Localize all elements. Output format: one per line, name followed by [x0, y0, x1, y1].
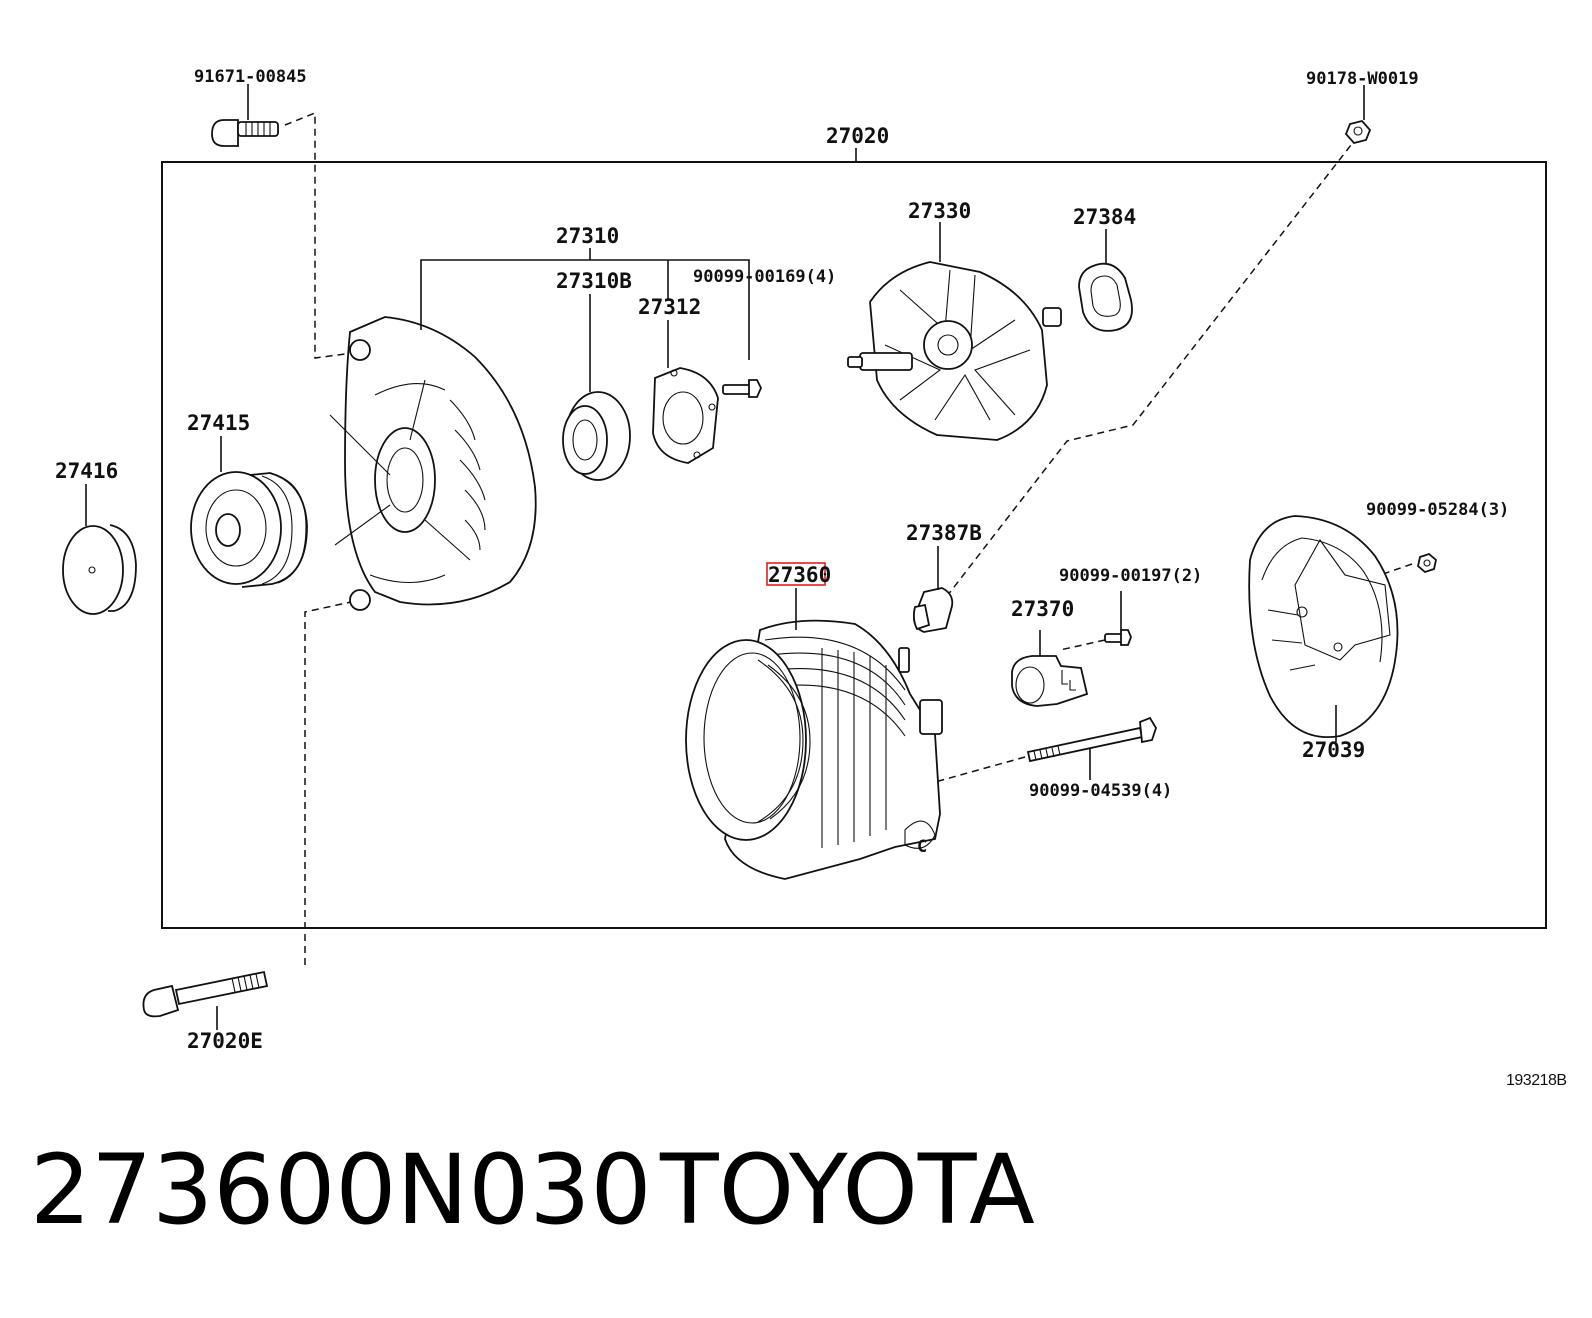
- label-27360: 27360: [768, 563, 831, 587]
- dash-line-bolt-top: [284, 111, 361, 359]
- dash-line-nut-top: [943, 135, 1359, 601]
- drive-end-frame-27310: [329, 316, 537, 611]
- highlight-box-27360: [766, 562, 826, 586]
- label-27039: 27039: [1302, 738, 1365, 762]
- label-90099-05284: 90099-05284(3): [1366, 500, 1509, 520]
- screw-90099-00169: [722, 379, 762, 398]
- end-frame-27360: C: [685, 588, 943, 880]
- label-27384: 27384: [1073, 205, 1136, 229]
- retainer-plate-27312: [652, 367, 719, 464]
- rotor-27330: [847, 222, 1062, 441]
- flange-bolt-27020E: [142, 970, 269, 1030]
- nut-90099-05284: [1417, 552, 1437, 574]
- pulley-27415: [190, 436, 308, 588]
- leader-27310: [420, 259, 750, 360]
- terminal-27387B: [912, 546, 954, 633]
- label-90178-W0019: 90178-W0019: [1306, 69, 1419, 89]
- label-90099-00197: 90099-00197(2): [1059, 566, 1202, 586]
- caption-part-number: 273600N030: [30, 1134, 652, 1246]
- svg-text:C: C: [917, 837, 927, 857]
- cap-27416: [62, 484, 137, 615]
- diagram-reference-code: 193218B: [1506, 1072, 1567, 1089]
- assembly-frame: [161, 161, 1547, 929]
- label-27415: 27415: [187, 411, 250, 435]
- long-bolt-90099-04539: [1026, 716, 1157, 780]
- label-27310: 27310: [556, 224, 619, 248]
- label-90099-04539: 90099-04539(4): [1029, 781, 1172, 801]
- label-27020E: 27020E: [187, 1029, 263, 1053]
- label-27370: 27370: [1011, 597, 1074, 621]
- label-27020: 27020: [826, 124, 889, 148]
- screw-90099-00197: [1104, 591, 1132, 646]
- dash-line-screw-27370: [1059, 639, 1106, 651]
- dash-line-long-bolt: [927, 756, 1026, 785]
- label-27416: 27416: [55, 459, 118, 483]
- caption-brand: TOYOTA: [660, 1134, 1035, 1246]
- label-27312: 27312: [638, 295, 701, 319]
- label-90099-00169: 90099-00169(4): [693, 267, 836, 287]
- label-91671-00845: 91671-00845: [194, 67, 307, 87]
- dash-line-bolt-bottom: [304, 599, 361, 965]
- rear-cover-27039: [1248, 515, 1399, 742]
- bearing-27310B: [562, 391, 631, 481]
- label-27387B: 27387B: [906, 521, 982, 545]
- label-27330: 27330: [908, 199, 971, 223]
- label-27310B: 27310B: [556, 269, 632, 293]
- seal-27384: [1078, 229, 1133, 332]
- nut-90178-W0019: [1344, 85, 1372, 145]
- brush-holder-27370: [1011, 630, 1089, 707]
- flange-bolt-91671-00845: [211, 84, 279, 147]
